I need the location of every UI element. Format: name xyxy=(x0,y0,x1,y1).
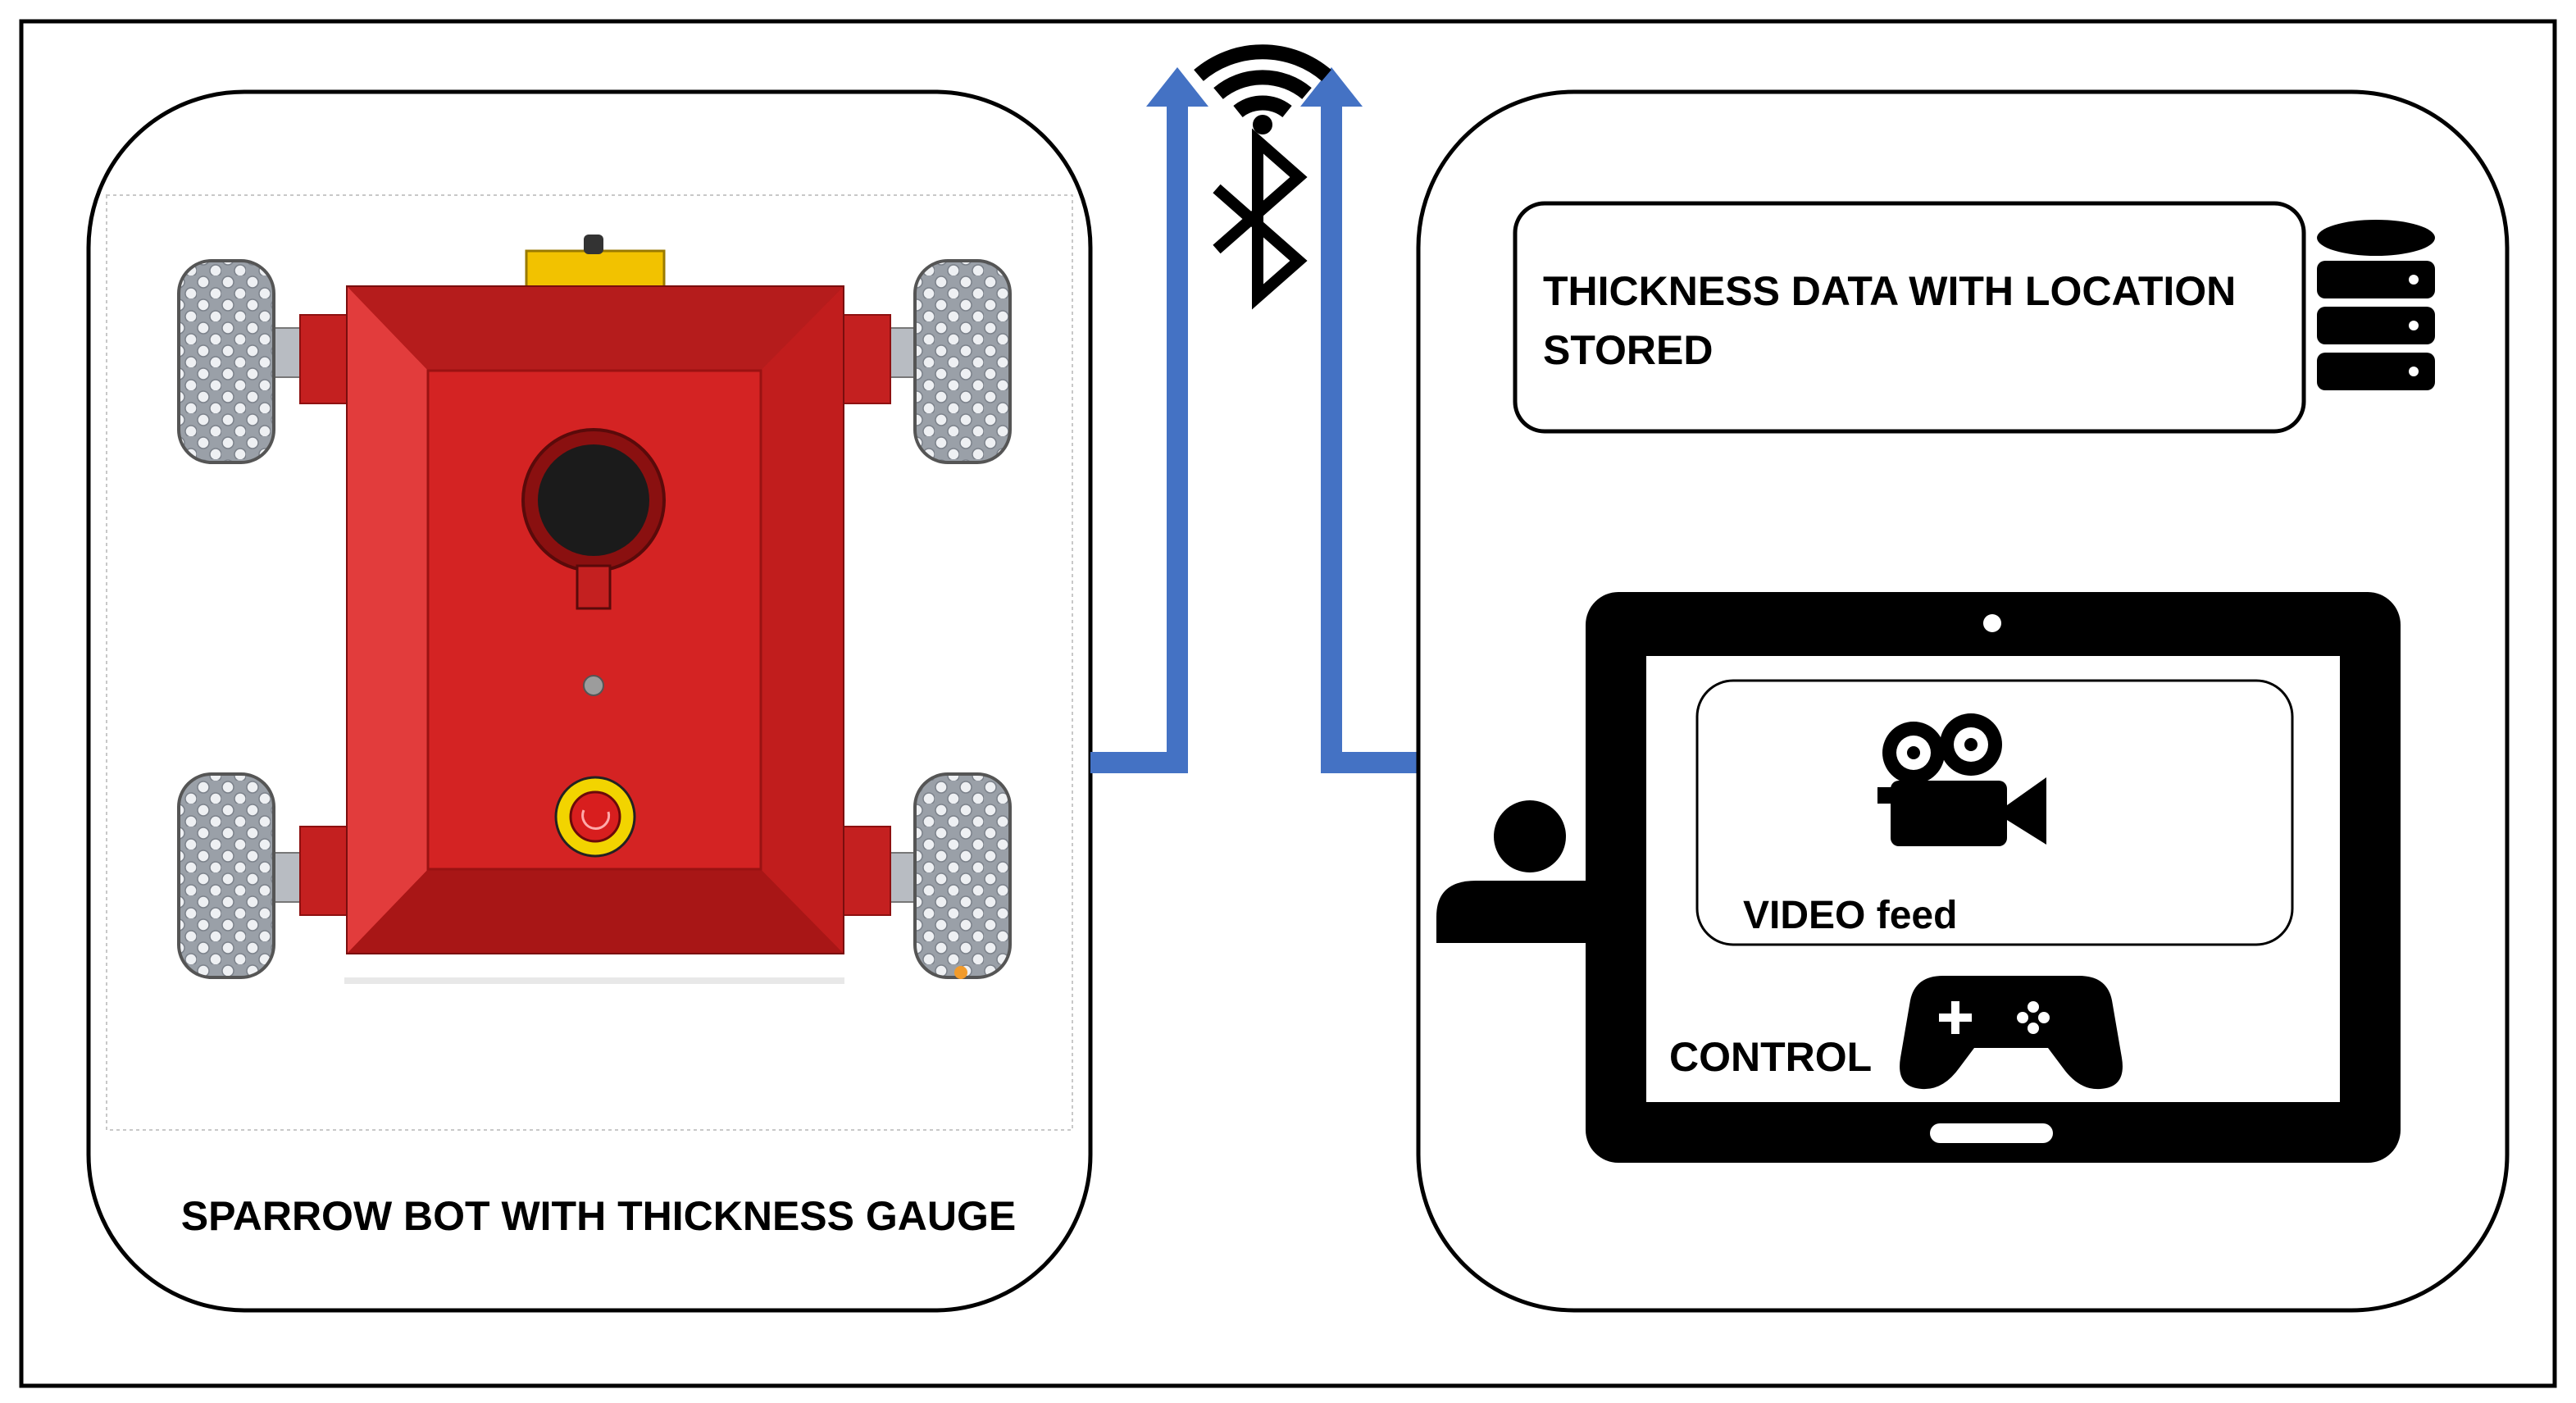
bluetooth-icon xyxy=(1213,128,1308,310)
control-label: CONTROL xyxy=(1669,1034,1872,1080)
video-feed-label: VIDEO feed xyxy=(1743,894,1957,937)
user-icon xyxy=(1436,800,1623,943)
database-icon xyxy=(2317,220,2435,390)
wheel-rear-left xyxy=(177,772,275,979)
tablet-front-camera xyxy=(1983,614,2001,632)
video-camera-icon xyxy=(1877,713,2046,846)
sparrow-bot-image xyxy=(177,235,1012,984)
wifi-icon xyxy=(1194,44,1331,134)
wheel-front-right xyxy=(913,259,1012,464)
gamepad-icon xyxy=(1900,976,2123,1090)
wheel-rear-right xyxy=(913,772,1012,979)
link-arrow-left xyxy=(1090,67,1208,773)
storage-label-line1: THICKNESS DATA WITH LOCATION xyxy=(1543,268,2236,314)
robot-panel-title: SPARROW BOT WITH THICKNESS GAUGE xyxy=(181,1193,1017,1239)
wheel-front-left xyxy=(177,259,275,464)
thickness-gauge-mount xyxy=(525,249,666,294)
link-arrow-right xyxy=(1300,67,1418,773)
storage-label-line2: STORED xyxy=(1543,327,1713,373)
tablet-home-bar xyxy=(1930,1123,2053,1143)
robot-image-frame xyxy=(106,194,1073,1131)
data-storage-box xyxy=(1513,201,2306,434)
